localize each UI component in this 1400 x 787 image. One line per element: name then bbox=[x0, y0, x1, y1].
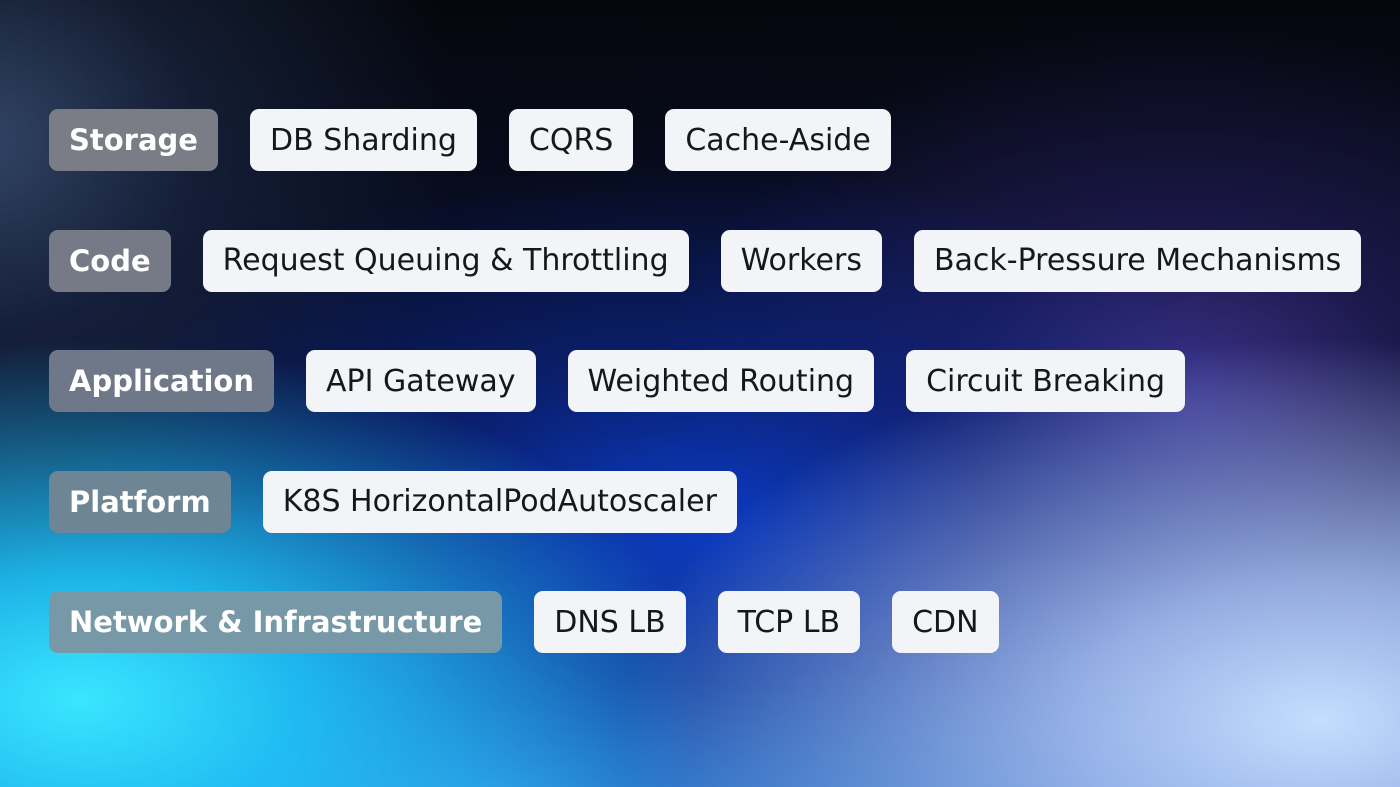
layer-label-platform: Platform bbox=[49, 470, 231, 533]
chip-k8s-hpa: K8S HorizontalPodAutoscaler bbox=[262, 470, 737, 533]
layer-row-network-infrastructure: Network & Infrastructure DNS LB TCP LB C… bbox=[49, 591, 1361, 653]
chip-cache-aside: Cache-Aside bbox=[665, 109, 891, 171]
chip-tcp-lb: TCP LB bbox=[717, 591, 861, 653]
chip-workers: Workers bbox=[720, 229, 882, 292]
layer-label-storage: Storage bbox=[49, 109, 218, 171]
chip-circuit-breaking: Circuit Breaking bbox=[906, 350, 1186, 412]
layer-label-network-infrastructure: Network & Infrastructure bbox=[49, 591, 503, 653]
layer-row-storage: Storage DB Sharding CQRS Cache-Aside bbox=[49, 109, 1361, 171]
chip-dns-lb: DNS LB bbox=[534, 591, 686, 653]
chip-request-queuing-throttling: Request Queuing & Throttling bbox=[202, 229, 689, 292]
chip-api-gateway: API Gateway bbox=[305, 350, 536, 412]
layer-row-code: Code Request Queuing & Throttling Worker… bbox=[49, 229, 1362, 292]
chip-db-sharding: DB Sharding bbox=[249, 109, 477, 171]
chip-weighted-routing: Weighted Routing bbox=[567, 350, 875, 412]
layer-label-code: Code bbox=[49, 229, 171, 292]
chip-cqrs: CQRS bbox=[508, 109, 634, 171]
chip-cdn: CDN bbox=[892, 591, 999, 653]
layer-row-application: Application API Gateway Weighted Routing… bbox=[49, 350, 1361, 412]
layer-row-platform: Platform K8S HorizontalPodAutoscaler bbox=[49, 470, 1361, 533]
layer-label-application: Application bbox=[49, 350, 274, 412]
scalability-layers-board: Storage DB Sharding CQRS Cache-Aside Cod… bbox=[49, 109, 1362, 712]
chip-back-pressure-mechanisms: Back-Pressure Mechanisms bbox=[913, 229, 1362, 292]
